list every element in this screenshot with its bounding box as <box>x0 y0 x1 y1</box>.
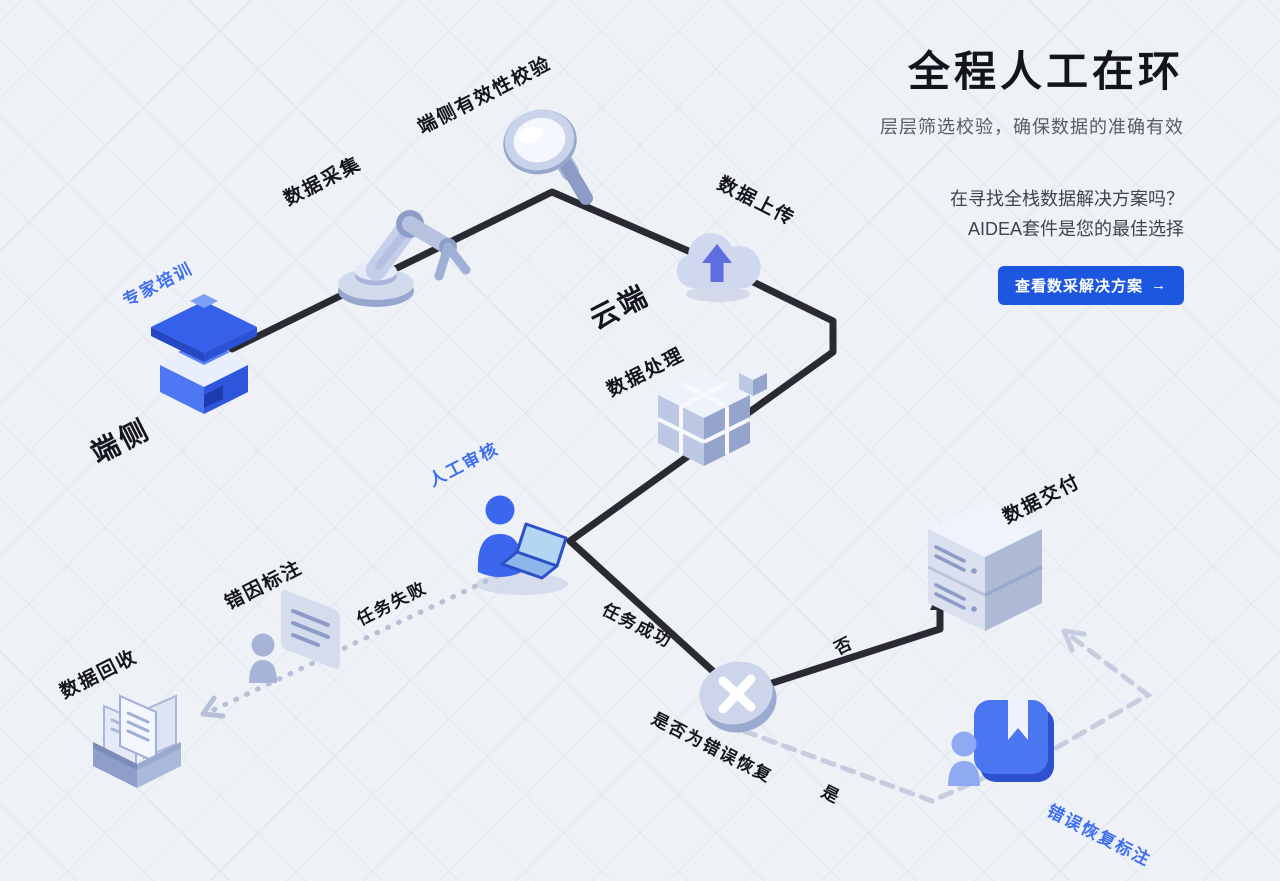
recovery-return-dashed-line <box>1053 628 1153 751</box>
cloud-upload-icon <box>666 216 768 308</box>
person-laptop-icon <box>462 488 588 598</box>
decision-x-icon <box>696 644 780 746</box>
arrow-right-icon: → <box>1151 277 1167 295</box>
cubes-icon <box>650 362 768 472</box>
pitch-line-1: 在寻找全栈数据解决方案吗？ <box>950 189 1184 209</box>
server-icon <box>922 495 1048 635</box>
page-subtitle: 层层筛选校验，确保数据的准确有效 <box>880 117 1184 137</box>
person-document-icon <box>246 585 344 687</box>
section-header: 全程人工在环 层层筛选校验，确保数据的准确有效 在寻找全栈数据解决方案吗？ AI… <box>764 38 1184 306</box>
fail-arrow-chevron <box>200 695 226 719</box>
magnifier-icon <box>490 100 598 206</box>
recovery-dashed-line <box>741 728 1008 804</box>
pitch-line-2: AIDEA套件是您的最佳选择 <box>967 218 1184 239</box>
files-tray-icon <box>76 672 198 790</box>
pitch-text: 在寻找全栈数据解决方案吗？ AIDEA套件是您的最佳选择 <box>764 185 1184 244</box>
graduation-cap-icon <box>145 287 263 415</box>
page-title: 全程人工在环 <box>907 48 1184 95</box>
main-flow-line <box>228 188 944 698</box>
book-person-icon <box>946 678 1060 796</box>
view-solution-button[interactable]: 查看数采解决方案 → <box>997 266 1184 306</box>
robot-arm-icon <box>322 188 474 310</box>
recovery-arrow-chevron <box>1061 628 1087 653</box>
view-solution-button-label: 查看数采解决方案 <box>1014 278 1143 296</box>
